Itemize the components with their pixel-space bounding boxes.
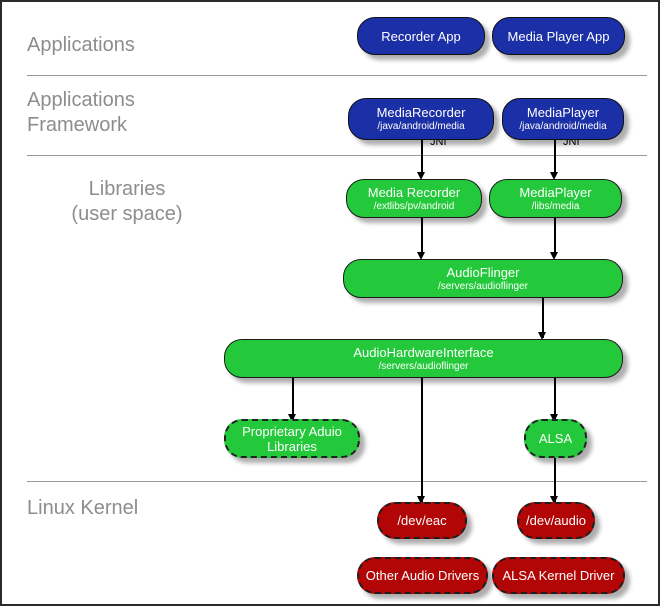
node-dev-eac[interactable]: /dev/eac [377, 502, 467, 539]
node-alsa-kernel-driver[interactable]: ALSA Kernel Driver [492, 557, 625, 594]
connector-mediarecorder-to-media-recorder-lib [421, 140, 423, 176]
divider-applications-framework [27, 155, 647, 156]
node-alsa-kernel-driver-title: ALSA Kernel Driver [502, 568, 615, 583]
layer-label-linux-kernel: Linux Kernel [27, 497, 139, 519]
node-audioflinger-title: AudioFlinger [446, 264, 520, 280]
node-alsa[interactable]: ALSA [524, 419, 587, 458]
node-other-audio-drivers-title: Other Audio Drivers [365, 568, 480, 583]
arrowhead-dev-eac [417, 496, 425, 504]
node-other-audio-drivers[interactable]: Other Audio Drivers [357, 557, 488, 594]
node-media-recorder-lib-path: /extlibs/pv/android [373, 200, 455, 212]
node-mediaplayer-lib[interactable]: MediaPlayer /libs/media [489, 179, 622, 218]
divider-linux-kernel [27, 481, 647, 482]
connector-audiohardwareinterface-to-dev-eac [421, 378, 423, 502]
arrowhead-media-recorder-lib [417, 172, 425, 180]
node-proprietary-audio-libraries[interactable]: Proprietary Aduio Libraries [224, 419, 360, 458]
divider-applications [27, 75, 647, 76]
layer-label-applications-framework: Applications Framework [27, 89, 135, 136]
arrowhead-audiohardwareinterface [538, 332, 546, 340]
layer-label-applications: Applications [27, 34, 135, 56]
node-mediaplayer-framework-title: MediaPlayer [526, 105, 600, 120]
arrowhead-audioflinger-left [417, 252, 425, 260]
arrowhead-alsa [550, 414, 558, 422]
connector-mediaplayer-to-mediaplayer-lib [554, 140, 556, 176]
node-proprietary-audio-libraries-title: Proprietary Aduio Libraries [242, 423, 342, 454]
connector-alsa-to-dev-audio [554, 458, 556, 502]
node-mediaplayer-framework[interactable]: MediaPlayer /java/android/media [502, 98, 624, 140]
node-mediaplayer-framework-path: /java/android/media [519, 121, 607, 132]
layer-label-libraries: Libraries (user space) [71, 178, 183, 225]
arrowhead-mediaplayer-lib [550, 172, 558, 180]
node-mediaplayer-lib-title: MediaPlayer [519, 184, 592, 200]
node-recorder-app-title: Recorder App [381, 28, 461, 44]
node-dev-audio-title: /dev/audio [526, 513, 586, 528]
node-alsa-title: ALSA [538, 431, 573, 446]
node-media-player-app[interactable]: Media Player App [492, 17, 625, 55]
arrowhead-audioflinger-right [550, 252, 558, 260]
connector-audiohardwareinterface-to-alsa [554, 378, 556, 420]
node-recorder-app[interactable]: Recorder App [357, 17, 485, 55]
node-mediaplayer-lib-path: /libs/media [531, 200, 580, 212]
node-media-recorder-lib-title: Media Recorder [367, 184, 461, 200]
node-dev-eac-title: /dev/eac [397, 513, 447, 528]
arrowhead-dev-audio [550, 496, 558, 504]
node-dev-audio[interactable]: /dev/audio [517, 502, 595, 539]
node-mediarecorder-framework-title: MediaRecorder [376, 105, 466, 120]
connector-audiohardwareinterface-to-proprietary-audio-libraries [292, 378, 294, 420]
connector-mediaplayer-lib-to-audioflinger [554, 218, 556, 256]
connector-audioflinger-to-audiohardwareinterface [542, 298, 544, 338]
node-audiohardwareinterface-path: /servers/audioflinger [378, 360, 469, 372]
connector-media-recorder-lib-to-audioflinger [421, 218, 423, 256]
node-media-recorder-lib[interactable]: Media Recorder /extlibs/pv/android [346, 179, 482, 218]
node-audiohardwareinterface[interactable]: AudioHardwareInterface /servers/audiofli… [224, 339, 623, 378]
node-mediarecorder-framework[interactable]: MediaRecorder /java/android/media [348, 98, 494, 140]
node-audioflinger[interactable]: AudioFlinger /servers/audioflinger [343, 259, 623, 298]
node-audiohardwareinterface-title: AudioHardwareInterface [353, 344, 494, 360]
node-mediarecorder-framework-path: /java/android/media [377, 121, 465, 132]
node-audioflinger-path: /servers/audioflinger [437, 280, 529, 292]
node-media-player-app-title: Media Player App [507, 28, 610, 44]
arrowhead-proprietary-audio-libraries [288, 414, 296, 422]
